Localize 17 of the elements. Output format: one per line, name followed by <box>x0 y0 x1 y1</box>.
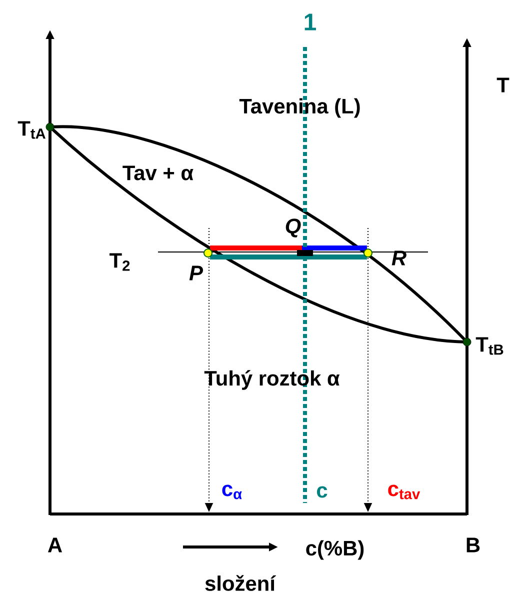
axis-label: c(%B) <box>306 540 364 560</box>
line-number: 1 <box>304 14 316 30</box>
region-label: Tuhý roztok α <box>204 370 340 390</box>
point-label: P <box>189 266 203 280</box>
axis-label: A <box>48 538 62 552</box>
composition-label: c$_{α}$ <box>222 484 242 500</box>
point-label: T$_{tA}$ <box>18 121 46 139</box>
axis-label: složení <box>205 575 276 591</box>
point-label: Q <box>286 218 301 238</box>
composition-label: c <box>317 486 328 498</box>
point-label: T$_{tB}$ <box>476 337 504 355</box>
region-label: Tavenina (L) <box>239 98 360 118</box>
axis-label: B <box>466 538 480 552</box>
temperature-label: T$_{2}$ <box>110 253 130 271</box>
composition-label: c$_{tav}$ <box>388 484 420 500</box>
region-label: Tav + α <box>122 166 194 180</box>
axis-label: T <box>496 78 510 92</box>
